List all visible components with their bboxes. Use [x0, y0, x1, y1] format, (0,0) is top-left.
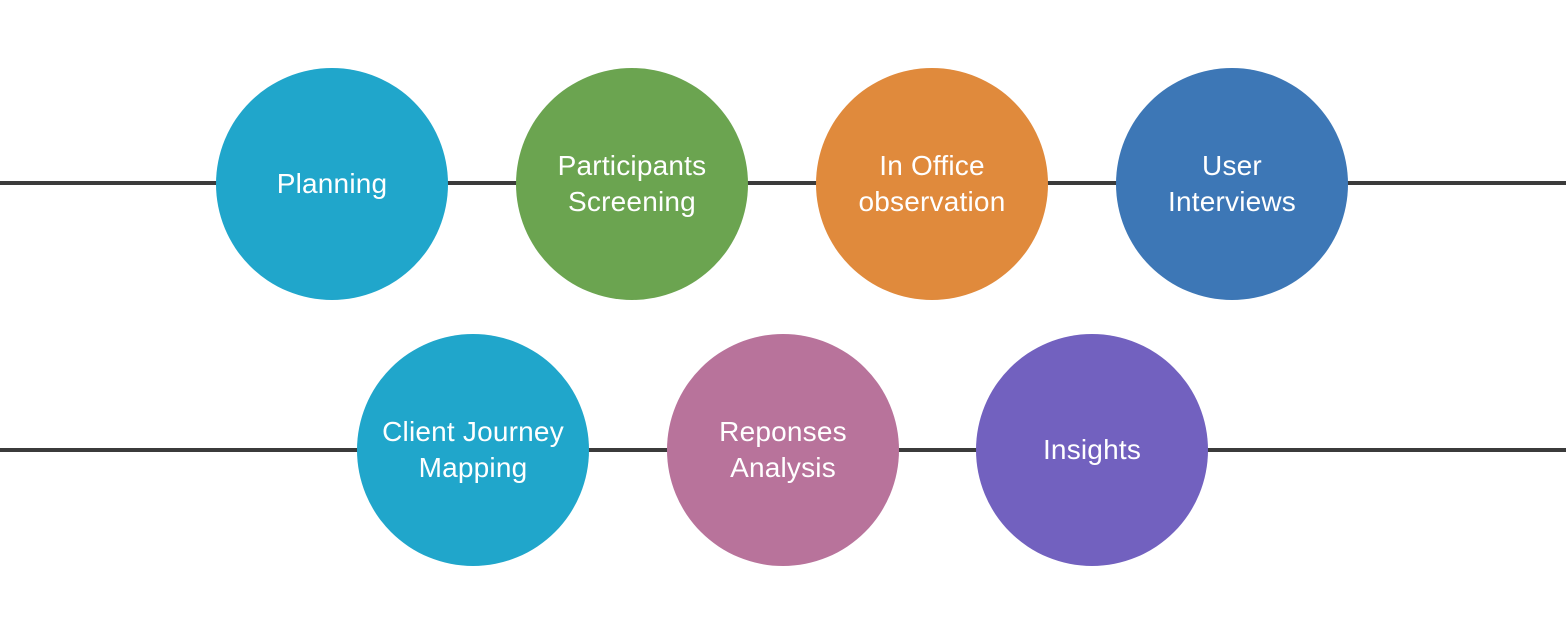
node-label-line: observation	[858, 186, 1006, 217]
node-insights: Insights	[976, 334, 1208, 566]
node-label-line: Insights	[1042, 434, 1142, 465]
node-label-line: Mapping	[418, 452, 528, 483]
node-label-line: Client Journey	[382, 416, 564, 447]
timeline-row-1	[0, 181, 1566, 185]
node-label-line: In Office	[879, 150, 985, 181]
node-label-line: Reponses	[719, 416, 847, 447]
node-participants-screening: Participants Screening	[516, 68, 748, 300]
node-label-line: Interviews	[1167, 186, 1297, 217]
node-label-line: Screening	[568, 186, 696, 217]
node-responses-analysis: Reponses Analysis	[667, 334, 899, 566]
node-label-line: Participants	[557, 150, 707, 181]
node-user-interviews: User Interviews	[1116, 68, 1348, 300]
node-label-line: Planning	[276, 168, 388, 199]
node-label-line: User	[1202, 150, 1262, 181]
node-label-line: Analysis	[730, 452, 836, 483]
node-planning: Planning	[216, 68, 448, 300]
node-in-office-observation: In Office observation	[816, 68, 1048, 300]
node-client-journey-mapping: Client Journey Mapping	[357, 334, 589, 566]
